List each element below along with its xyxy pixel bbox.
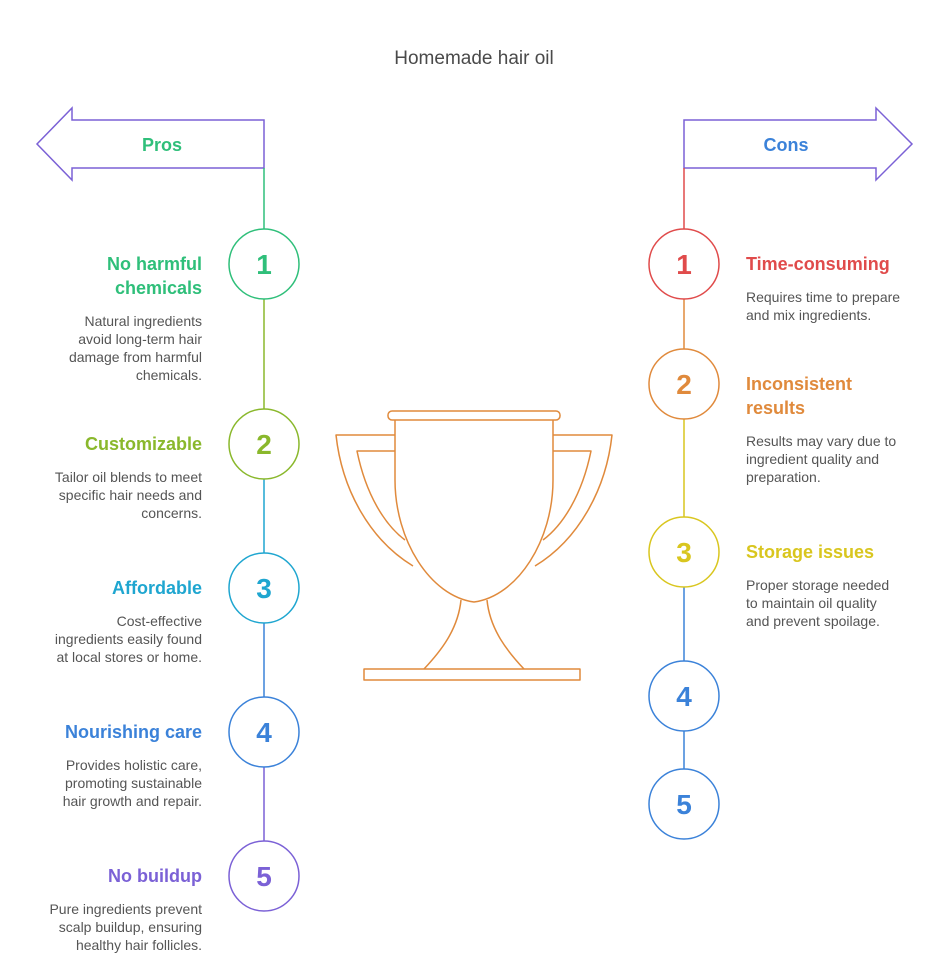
cons-node-number-1: 1 [676, 249, 692, 280]
item-description-line: Requires time to prepare [746, 289, 901, 305]
item-title-line: Customizable [84, 434, 202, 454]
pros-item-description: Natural ingredients avoid long-term hair d… [22, 312, 202, 384]
cons-node-circle-3 [648, 516, 720, 588]
pros-item-title: No harmful chemicals [22, 252, 202, 300]
pros-node-number-4: 4 [256, 717, 272, 748]
item-description-line: Proper storage needed [746, 577, 890, 593]
cons-header: Cons [764, 135, 809, 155]
item-description-line: Natural ingredients [84, 313, 202, 329]
cons-item-description: Proper storage needed to maintain oil qua… [746, 576, 936, 630]
pros-node-circle-1 [228, 228, 300, 300]
item-title-line: Nourishing care [64, 722, 202, 742]
pros-node-circle-5 [228, 840, 300, 912]
item-description-line: at local stores or home. [56, 649, 202, 665]
item-title-line: Time-consuming [746, 254, 890, 274]
cons-item-description: Requires time to prepare and mix ingredie… [746, 288, 936, 324]
pros-node-number-1: 1 [256, 249, 272, 280]
pros-arrow [35, 106, 265, 182]
item-description-line: concerns. [141, 505, 202, 521]
cons-node-number-4: 4 [676, 681, 692, 712]
cons-node-circle-5 [648, 768, 720, 840]
item-title-line: Storage issues [746, 542, 875, 562]
item-title-line: No buildup [108, 866, 202, 886]
item-description-line: hair growth and repair. [62, 793, 202, 809]
item-description-line: ingredient quality and [746, 451, 880, 467]
cons-node-circle-4 [648, 660, 720, 732]
pros-node-circle-2 [228, 408, 300, 480]
pros-node-number-2: 2 [256, 429, 272, 460]
item-description-line: chemicals. [135, 367, 202, 383]
page-title: Homemade hair oil [394, 48, 554, 69]
pros-item-title: Nourishing care [22, 720, 202, 744]
item-description-line: Results may vary due to [746, 433, 897, 449]
pros-nodes: 1 2 3 4 5 [228, 228, 300, 912]
pros-item-description: Cost-effective ingredients easily found at… [22, 612, 202, 666]
item-title-line: Inconsistent [746, 374, 853, 394]
item-description-line: Cost-effective [116, 613, 202, 629]
cons-node-number-2: 2 [676, 369, 692, 400]
cons-item-title: Inconsistent results [746, 372, 936, 420]
item-description-line: avoid long-term hair [78, 331, 202, 347]
pros-item-title: No buildup [22, 864, 202, 888]
pros-item-title: Customizable [22, 432, 202, 456]
item-description-line: healthy hair follicles. [75, 937, 202, 953]
pros-node-circle-3 [228, 552, 300, 624]
item-title-line: results [746, 398, 806, 418]
item-title-line: chemicals [114, 278, 202, 298]
item-description-line: and prevent spoilage. [746, 613, 880, 629]
pros-node-circle-4 [228, 696, 300, 768]
pros-item-title: Affordable [22, 576, 202, 600]
pros-header: Pros [142, 135, 182, 155]
pros-node-number-3: 3 [256, 573, 272, 604]
cons-item-description: Results may vary due to ingredient qualit… [746, 432, 936, 486]
item-description-line: scalp buildup, ensuring [58, 919, 202, 935]
cons-item-title: Time-consuming [746, 252, 936, 276]
item-description-line: Pure ingredients prevent [49, 901, 202, 917]
item-description-line: ingredients easily found [54, 631, 202, 647]
cons-arrow [683, 106, 914, 182]
item-description-line: to maintain oil quality [746, 595, 877, 611]
pros-item-description: Tailor oil blends to meet specific hair n… [22, 468, 202, 522]
cons-node-circle-2 [648, 348, 720, 420]
item-description-line: specific hair needs and [58, 487, 202, 503]
pros-node-number-5: 5 [256, 861, 272, 892]
item-description-line: and mix ingredients. [746, 307, 872, 323]
item-description-line: preparation. [746, 469, 821, 485]
item-description-line: Tailor oil blends to meet [54, 469, 202, 485]
cons-node-number-3: 3 [676, 537, 692, 568]
cons-item-title: Storage issues [746, 540, 936, 564]
cons-nodes: 1 2 3 4 5 [648, 228, 720, 840]
item-description-line: promoting sustainable [65, 775, 202, 791]
pros-item-description: Pure ingredients prevent scalp buildup, e… [22, 900, 202, 954]
cons-node-circle-1 [648, 228, 720, 300]
cons-node-number-5: 5 [676, 789, 692, 820]
trophy-icon [335, 410, 613, 681]
item-title-line: Affordable [112, 578, 202, 598]
item-description-line: Provides holistic care, [65, 757, 202, 773]
item-title-line: No harmful [106, 254, 202, 274]
pros-item-description: Provides holistic care, promoting sustain… [22, 756, 202, 810]
item-description-line: damage from harmful [68, 349, 202, 365]
